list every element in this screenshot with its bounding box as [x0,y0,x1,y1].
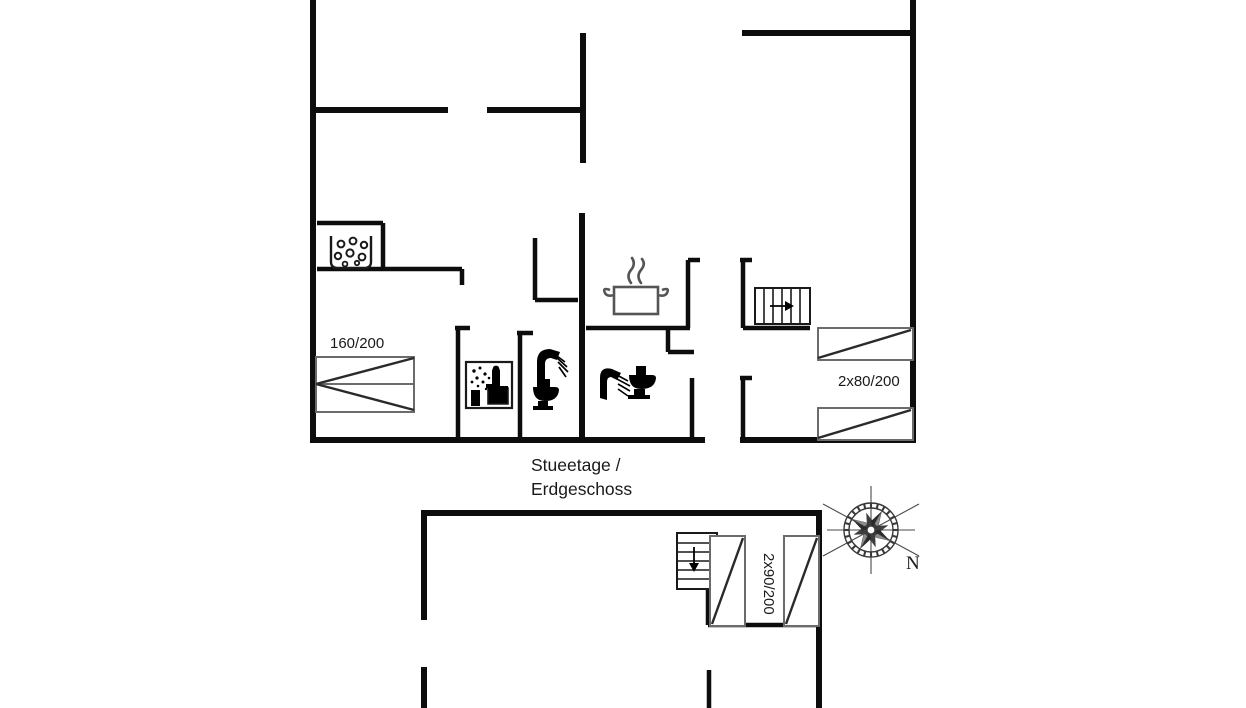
bed-2x90-200-right [783,535,820,627]
toilet-icon-right [628,366,656,399]
stairs-up-icon [754,287,811,325]
compass-north-label: N [906,553,920,574]
bed-2x80-200-lower [817,407,914,441]
floor-label-line-1: Stueetage / [531,455,621,475]
whirlpool-icon [329,236,373,270]
lower-floor-plan: 2x90/200 [421,510,822,708]
shower-icon-right [600,368,631,400]
bed-2x80-200-upper [817,327,914,361]
cooking-pot-icon [602,256,670,316]
floor-label-group: Stueetage / Erdgeschoss [531,455,632,499]
bed-2x90-200-left [709,535,746,627]
bed-twin-lower-dimension-label: 2x90/200 [760,553,777,615]
compass-rose [822,486,920,574]
toilet-icon-left [533,379,559,410]
sauna-icon [464,360,514,410]
bed-master-dimension-label: 160/200 [330,335,384,352]
bed-twin-upper-dimension-label: 2x80/200 [838,373,900,390]
ground-floor-plan: 160/200 [310,0,916,443]
bed-160-200 [315,356,415,413]
floor-label-line-2: Erdgeschoss [531,479,632,499]
